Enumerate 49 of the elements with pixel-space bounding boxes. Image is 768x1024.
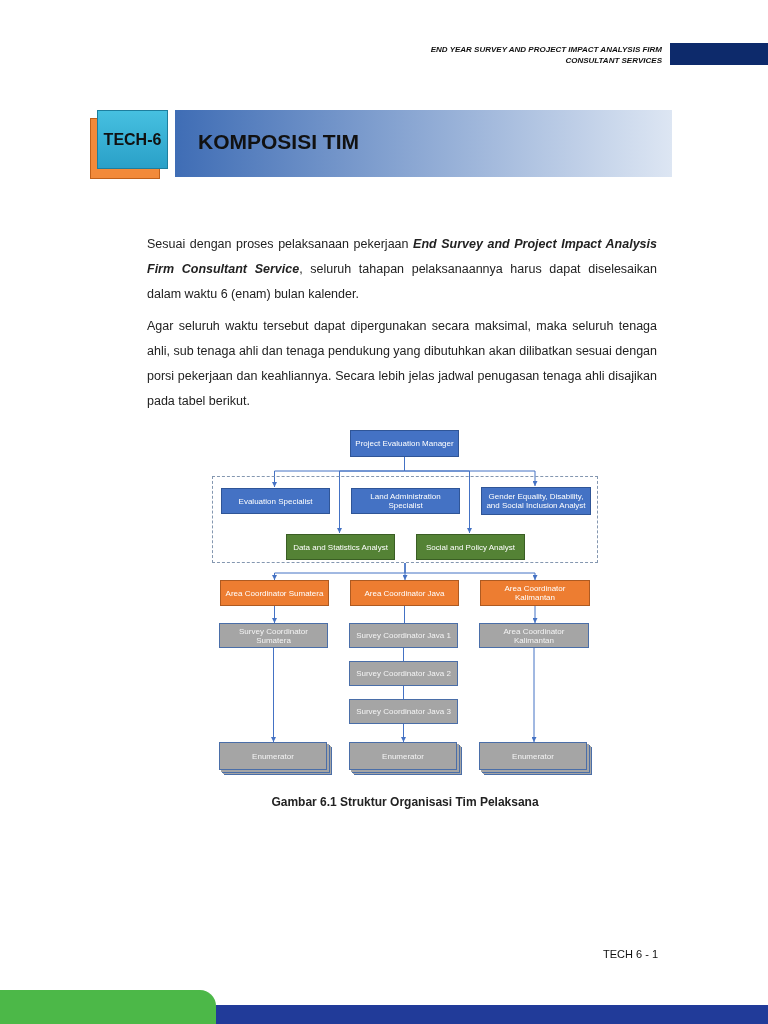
role-text: Area Coordinator Java [364, 588, 445, 598]
role-box [481, 487, 591, 515]
role-text: Enumerator [382, 751, 424, 761]
role-text: Data and Statistics Analyst [293, 542, 388, 552]
role-text: Enumerator [252, 751, 294, 761]
role-box [349, 699, 458, 724]
connector-line [403, 647, 404, 662]
role-box [480, 580, 590, 606]
page-number: TECH 6 - 1 [602, 948, 658, 960]
header-text: END YEAR SURVEY AND PROJECT IMPACT ANALYSIS FIRM CONSULTANT SERVICES [430, 44, 662, 66]
connector-line [531, 647, 537, 743]
role-text: Social and Policy Analyst [426, 542, 515, 552]
role-box [221, 488, 330, 514]
role-text: Survey Coordinator Java 3 [356, 707, 451, 716]
connector-line [272, 605, 277, 624]
connector-line [404, 456, 538, 487]
role-box [349, 623, 458, 648]
role-text: Survey Coordinator Java 1 [356, 631, 451, 640]
role-box [220, 580, 329, 606]
role-box [286, 534, 395, 560]
dashed-group-box [212, 476, 598, 563]
title: KOMPOSISI TIM [198, 130, 359, 154]
role-text: Evaluation Specialist [238, 496, 313, 506]
caption: Gambar 6.1 Struktur Organisasi Tim Pelaksana [270, 795, 540, 809]
role-box [416, 534, 525, 560]
role-text: Area Coordinator Sumatera [225, 588, 324, 598]
connector-line [404, 605, 405, 624]
role-text: Survey Coordinator Java 2 [356, 669, 451, 678]
connector-line [271, 647, 276, 743]
paragraph: Sesuai dengan proses pelaksanaan pekerjaan End Survey and Project Impact Analysis Firm Consultant Service, seluruh tahapan pelaksanaannya harus dapat diselesaikan dalam waktu 6 (enam) bulan kalender. [147, 236, 657, 303]
role-box [350, 580, 459, 606]
section-tag: TECH-6 [97, 110, 168, 169]
role-box [219, 623, 328, 648]
role-text: Area Coordinator Kalimantan [503, 584, 567, 602]
role-box [351, 488, 460, 514]
connector-line [532, 605, 538, 624]
paragraph: Agar seluruh waktu tersebut dapat dipergunakan secara maksimal, maka seluruh tenaga ahli, sub tenaga ahli dan tenaga pendukung yang dibutuhkan akan dilibatkan sesuai dengan porsi pekerjaan dan keahliannya. Secara lebih jelas jadwal penugasan tenaga ahli disajikan pada tabel berikut. [147, 318, 657, 410]
role-text: Survey Coordinator Sumatera [238, 626, 309, 645]
connector-line [404, 562, 538, 581]
connector-line [403, 685, 404, 700]
role-text: Land Administration Specialist [369, 492, 442, 510]
role-box [350, 430, 459, 457]
connector-line [401, 723, 406, 743]
role-text: Enumerator [512, 751, 554, 761]
role-text: Area Coordinator Kalimantan [502, 626, 566, 645]
role-text: Gender Equality, Disability, and Social Inclusion Analyst [485, 492, 587, 510]
role-box [349, 661, 458, 686]
role-text: Project Evaluation Manager [355, 439, 454, 448]
role-box [479, 623, 589, 648]
